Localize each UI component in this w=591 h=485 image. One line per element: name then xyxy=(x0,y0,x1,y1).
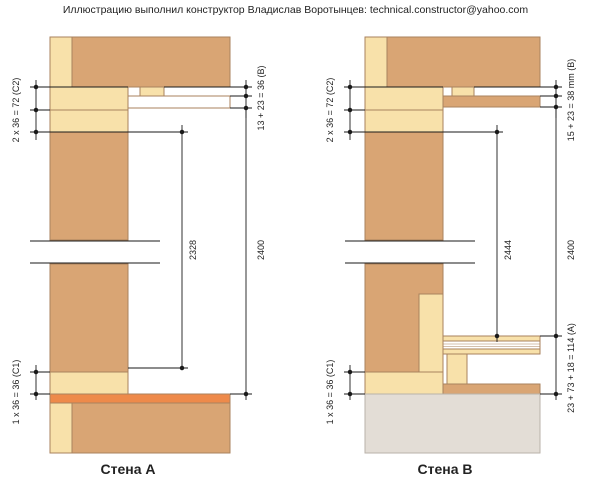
wall-b-dim-top-right: 15 + 23 = 38 mm (B) xyxy=(566,59,576,142)
wall-b-dim-bottom-right: 23 + 73 + 18 = 114 (A) xyxy=(566,323,576,413)
wall-b-skirting-post xyxy=(418,293,444,373)
wall-a-floor-strip xyxy=(49,393,231,404)
wall-a-dim-outer: 2400 xyxy=(256,240,266,260)
wall-b-floor-finish xyxy=(442,335,541,342)
wall-b-ceiling-board xyxy=(442,95,541,108)
wall-b-dim-outer: 2400 xyxy=(566,240,576,260)
wall-a-dim-inner: 2328 xyxy=(188,240,198,260)
wall-a-top-plate-2 xyxy=(49,109,129,133)
wall-a-ceiling-batten xyxy=(139,86,165,97)
wall-b-floor-board xyxy=(442,348,541,355)
wall-a-ceiling-board xyxy=(127,95,231,109)
wall-a-dim-bottom-left: 1 x 36 = 36 (C1) xyxy=(11,360,21,425)
wall-a xyxy=(30,36,231,454)
wall-b-top-plate-1 xyxy=(364,86,444,111)
wall-a-body-lower xyxy=(49,263,129,373)
credit-line: Иллюстрацию выполнил конструктор Владисл… xyxy=(62,4,529,16)
wall-b-dim-top-left: 2 x 36 = 72 (C2) xyxy=(325,78,335,143)
wall-a-body-upper xyxy=(49,131,129,241)
wall-b-dimensions xyxy=(344,80,562,400)
wall-a-dim-top-left: 2 x 36 = 72 (C2) xyxy=(11,78,21,143)
wall-a-top-slab xyxy=(49,36,231,88)
wall-a-dim-top-right: 13 + 23 = 36 (B) xyxy=(256,65,266,130)
wall-a-top-plate-1 xyxy=(49,86,129,111)
wall-a-dimensions xyxy=(30,80,252,400)
wall-b-concrete-slab xyxy=(364,393,541,454)
wall-b-body-upper xyxy=(364,131,444,241)
wall-b-subfloor xyxy=(442,383,541,395)
wall-b-dim-bottom-left: 1 x 36 = 36 (C1) xyxy=(325,360,335,425)
wall-b-top-plate-2 xyxy=(364,109,444,133)
wall-a-bottom-plate xyxy=(49,371,129,395)
wall-b-top-post xyxy=(364,36,388,88)
wall-a-bottom-post xyxy=(49,402,73,454)
wall-b-caption: Стена B xyxy=(418,461,473,477)
wall-a-caption: Стена A xyxy=(101,461,156,477)
wall-b-floor-joist xyxy=(446,353,468,385)
wall-a-bottom-slab xyxy=(49,402,231,454)
wall-b-bottom-plate xyxy=(364,371,444,395)
wall-b-floor-underlay xyxy=(442,340,541,350)
wall-b-top-slab xyxy=(364,36,541,88)
wall-b xyxy=(345,36,541,454)
wall-a-top-post xyxy=(49,36,73,88)
wall-b-ceiling-batten xyxy=(451,86,475,97)
wall-b-dim-inner: 2444 xyxy=(503,240,513,260)
